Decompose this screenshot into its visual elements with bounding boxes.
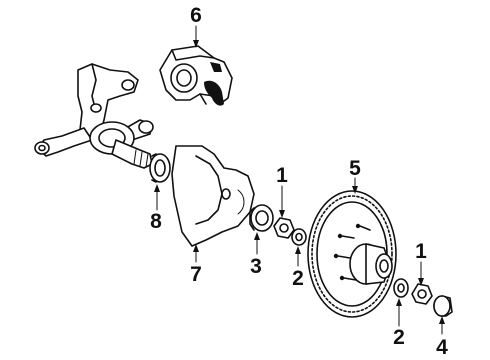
- callout-3: 3: [250, 255, 262, 278]
- callout-1-left: 1: [276, 164, 288, 187]
- part-dust-cap: [433, 295, 453, 317]
- part-nut-left: [273, 217, 295, 239]
- part-seal: [149, 153, 171, 183]
- callout-2-left: 2: [292, 267, 304, 290]
- part-splash-shield: [171, 145, 255, 247]
- part-nut-right: [411, 283, 433, 305]
- callout-7: 7: [190, 263, 202, 286]
- part-steering-knuckle: [34, 63, 154, 169]
- callout-1-right: 1: [415, 240, 427, 263]
- callout-6: 6: [190, 4, 202, 27]
- part-rotor: [307, 190, 397, 318]
- part-washer-left: [291, 228, 307, 246]
- part-washer-right: [393, 278, 409, 298]
- leader-lines: [154, 25, 445, 335]
- part-caliper: [159, 45, 233, 106]
- callout-4: 4: [436, 336, 448, 359]
- part-race: [249, 204, 274, 232]
- callout-2-right: 2: [393, 326, 405, 349]
- callout-8: 8: [150, 210, 162, 233]
- callout-5: 5: [349, 157, 361, 180]
